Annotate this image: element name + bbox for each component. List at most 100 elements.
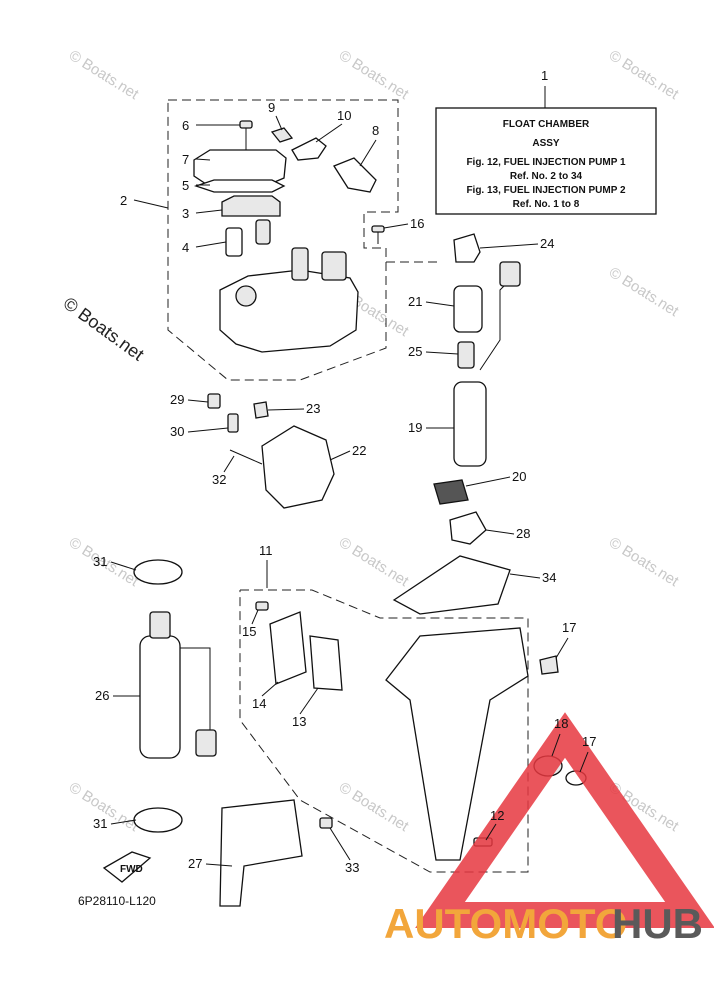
svg-text:30: 30 xyxy=(170,424,184,439)
fuel-pump-part-26 xyxy=(139,635,181,759)
svg-text:11: 11 xyxy=(259,543,273,558)
connector xyxy=(321,251,347,281)
label-part-15: 15 xyxy=(242,609,259,639)
svg-text:12: 12 xyxy=(490,808,504,823)
watermark: © Boats.net xyxy=(606,47,682,104)
svg-text:9: 9 xyxy=(268,100,275,115)
label-part-3: 3 xyxy=(182,206,223,221)
svg-text:5: 5 xyxy=(182,178,189,193)
group-outlines xyxy=(167,99,529,873)
clip-part-10 xyxy=(291,137,327,161)
port xyxy=(235,285,257,307)
svg-text:4: 4 xyxy=(182,240,189,255)
fuel-pump-part-19 xyxy=(453,381,487,467)
watermark: © Boats.net xyxy=(606,264,682,321)
label-part-5: 5 xyxy=(182,178,210,193)
svg-text:1: 1 xyxy=(541,68,548,83)
label-part-32: 32 xyxy=(212,455,235,487)
wire-connector xyxy=(499,261,521,287)
bolt-part-30 xyxy=(227,413,239,433)
svg-text:14: 14 xyxy=(252,696,266,711)
label-part-25: 25 xyxy=(408,344,459,359)
svg-text:2: 2 xyxy=(120,193,127,208)
filter-part-4 xyxy=(225,219,271,257)
gasket-part-13 xyxy=(309,635,343,691)
svg-text:20: 20 xyxy=(512,469,526,484)
watermark: © Boats.net xyxy=(336,779,412,836)
callout-line-4: Ref. No. 2 to 34 xyxy=(510,171,583,182)
sleeve-part-25 xyxy=(457,341,475,369)
label-part-31-bottom: 31 xyxy=(93,816,137,831)
pump-26-wire xyxy=(180,647,211,730)
bracket-part-27 xyxy=(219,799,303,907)
diagram-code: 6P28110-L120 xyxy=(78,894,156,908)
fitting-part-23 xyxy=(253,401,269,419)
pump-body-housing xyxy=(219,269,359,353)
svg-text:21: 21 xyxy=(408,294,422,309)
label-part-23: 23 xyxy=(267,401,320,416)
label-part-33: 33 xyxy=(329,827,359,875)
label-part-26: 26 xyxy=(95,688,140,703)
svg-text:26: 26 xyxy=(95,688,109,703)
plate-part-14 xyxy=(269,611,307,685)
callout-line-6: Ref. No. 1 to 8 xyxy=(513,199,580,210)
callout-line-5: Fig. 13, FUEL INJECTION PUMP 2 xyxy=(466,185,626,196)
label-part-29: 29 xyxy=(170,392,209,407)
brand-logo-part2: HUB xyxy=(612,900,703,947)
left-parts: FWD xyxy=(102,559,303,907)
label-part-10: 10 xyxy=(315,108,351,143)
svg-text:19: 19 xyxy=(408,420,422,435)
sensor-part-8 xyxy=(333,157,377,193)
gasket-part-5 xyxy=(193,179,286,193)
svg-text:31: 31 xyxy=(93,554,107,569)
callout-line-3: Fig. 12, FUEL INJECTION PUMP 1 xyxy=(466,157,626,168)
label-part-13: 13 xyxy=(292,687,319,729)
svg-text:3: 3 xyxy=(182,206,189,221)
screw-part-33 xyxy=(319,817,333,829)
nozzle xyxy=(291,247,309,281)
svg-text:8: 8 xyxy=(372,123,379,138)
svg-text:13: 13 xyxy=(292,714,306,729)
callout-line-2: ASSY xyxy=(532,138,560,149)
float-chamber-body xyxy=(385,627,529,861)
label-part-17-top: 17 xyxy=(555,620,576,659)
label-part-27: 27 xyxy=(188,856,233,871)
band-part-31-top xyxy=(133,559,183,585)
float-chamber-lower xyxy=(255,555,587,861)
label-part-18: 18 xyxy=(551,716,568,757)
float-chamber-callout: FLOAT CHAMBER ASSY Fig. 12, FUEL INJECTI… xyxy=(435,86,657,215)
part-labels: 1 2 3 4 5 6 7 8 9 10 11 12 13 14 15 16 1… xyxy=(93,68,596,875)
label-part-7: 7 xyxy=(182,152,211,167)
gasket-part-34 xyxy=(392,555,511,615)
svg-text:34: 34 xyxy=(542,570,556,585)
label-part-2: 2 xyxy=(120,193,169,209)
label-part-8: 8 xyxy=(359,123,379,167)
watermark: © Boats.net xyxy=(336,47,412,104)
label-part-12: 12 xyxy=(485,808,504,841)
fwd-arrow: FWD xyxy=(102,851,152,883)
svg-text:32: 32 xyxy=(212,472,226,487)
svg-text:33: 33 xyxy=(345,860,359,875)
label-part-20: 20 xyxy=(465,469,526,487)
svg-text:27: 27 xyxy=(188,856,202,871)
label-part-30: 30 xyxy=(170,424,229,439)
svg-text:16: 16 xyxy=(410,216,424,231)
svg-text:15: 15 xyxy=(242,624,256,639)
label-part-17-bottom: 17 xyxy=(579,734,596,773)
svg-text:25: 25 xyxy=(408,344,422,359)
pin-part-32 xyxy=(229,449,263,465)
svg-text:17: 17 xyxy=(562,620,576,635)
brand-logo-part1: AUTOMOTO xyxy=(384,900,627,947)
label-part-14: 14 xyxy=(252,681,279,711)
band-part-31-bottom xyxy=(133,807,183,833)
pump-cover-assembly xyxy=(193,120,385,509)
label-part-9: 9 xyxy=(268,100,283,131)
brand-logo: AUTOMOTO HUB xyxy=(384,712,714,947)
label-part-21: 21 xyxy=(408,294,455,309)
damper-part-21 xyxy=(453,285,483,333)
svg-text:6: 6 xyxy=(182,118,189,133)
svg-text:24: 24 xyxy=(540,236,554,251)
svg-text:18: 18 xyxy=(554,716,568,731)
